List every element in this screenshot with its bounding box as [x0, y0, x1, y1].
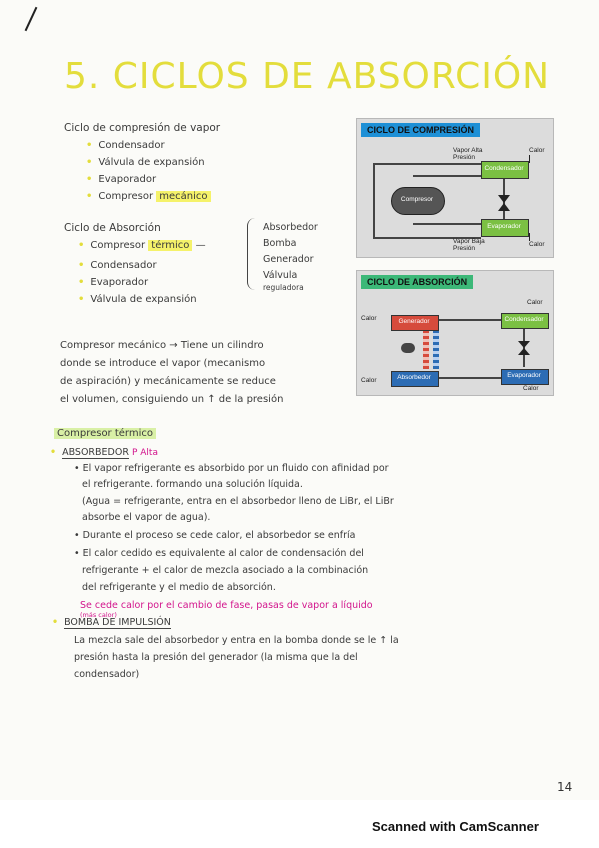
mechanical-note-line: de aspiración) y mecánicamente se reduce: [60, 376, 276, 387]
compression-cycle-diagram: CICLO DE COMPRESIÓN Compresor Condensado…: [356, 118, 554, 258]
evaporator-box: [501, 369, 549, 385]
compression-item: •Compresor mecánico: [86, 191, 211, 202]
evaporator-label: Evaporador: [487, 223, 521, 230]
mechanical-note-line: Compresor mecánico → Tiene un cilindro: [60, 340, 264, 351]
absorption-item: •Evaporador: [78, 277, 149, 288]
condenser-box: [501, 313, 549, 329]
pipe: [413, 175, 483, 177]
bomba-line: presión hasta la presión del generador (…: [74, 652, 358, 663]
thermal-bullet-line: refrigerante + el calor de mezcla asocia…: [82, 565, 369, 576]
compressor-shape: [391, 187, 445, 215]
absorber-box: [391, 371, 439, 387]
heat-in-label: Calor: [361, 315, 377, 322]
page-title: 5. CICLOS DE ABSORCIÓN: [64, 56, 551, 97]
heat-arrow-icon: [529, 233, 530, 241]
thermal-bullet: • El calor cedido es equivalente al calo…: [74, 548, 364, 559]
heat-in-label: Calor: [523, 385, 539, 392]
valve-icon: [498, 195, 510, 203]
absorption-cycle-diagram: CICLO DE ABSORCIÓN Generador Absorbedor …: [356, 270, 554, 396]
heat-out-label: Calor: [527, 299, 543, 306]
scanner-watermark: Scanned with CamScanner: [372, 819, 539, 834]
bomba-line: condensador): [74, 669, 140, 680]
absorber-label: Absorbedor: [397, 374, 431, 381]
valve-icon: [498, 203, 510, 211]
absorbedor-heading: •ABSORBEDOR P Alta: [50, 447, 158, 459]
condenser-label: Condensador: [504, 316, 544, 323]
compression-heading: Ciclo de compresión de vapor: [64, 122, 221, 134]
vapor-low-label: Vapor Baja Presión: [453, 238, 485, 252]
brace-item: Absorbedor: [263, 222, 318, 233]
heat-exchanger-icon: [423, 331, 429, 369]
heat-in-label: Calor: [529, 241, 545, 248]
absorbedor-line: (Agua = refrigerante, entra en el absorb…: [82, 496, 394, 507]
absorption-item: •Condensador: [78, 260, 157, 271]
generator-label: Generador: [398, 318, 430, 325]
pipe: [437, 319, 501, 321]
pipe: [437, 377, 501, 379]
absorbedor-line: el refrigerante. formando una solución l…: [82, 479, 303, 490]
absorption-diagram-header: CICLO DE ABSORCIÓN: [361, 275, 474, 289]
scanner-footer: [0, 800, 599, 848]
vapor-high-label: Vapor Alta Presión: [453, 147, 483, 161]
page-number: 14: [557, 780, 573, 794]
brace: [247, 218, 258, 290]
mechanical-note-line: donde se introduce el vapor (mecanismo: [60, 358, 266, 369]
absorbedor-line: • El vapor refrigerante es absorbido por…: [74, 463, 389, 474]
pipe: [373, 163, 375, 239]
bomba-line: La mezcla sale del absorbedor y entra en…: [74, 635, 399, 646]
pink-note-small: (más calor): [80, 611, 117, 619]
thermal-bullet-line: del refrigerante y el medio de absorción…: [82, 582, 276, 593]
mechanical-note-line: el volumen, consiguiendo un ↑ de la pres…: [60, 394, 284, 405]
compressor-label: Compresor: [400, 196, 434, 203]
brace-item: Bomba: [263, 238, 297, 249]
compression-item: •Válvula de expansión: [86, 157, 205, 168]
brace-item: Generador: [263, 254, 314, 265]
heat-arrow-icon: [529, 155, 530, 163]
condenser-box: [481, 161, 529, 179]
pipe: [373, 237, 481, 239]
generator-box: [391, 315, 439, 331]
brace-item: Válvula: [263, 270, 298, 281]
absorption-heading: Ciclo de Absorción: [64, 222, 161, 234]
compression-item: •Evaporador: [86, 174, 157, 185]
heat-out-label: Calor: [361, 377, 377, 384]
bomba-heading: •BOMBA DE IMPULSIÓN: [52, 617, 171, 629]
pump-icon: [401, 343, 415, 353]
absorption-item: •Compresor térmico —: [78, 240, 206, 251]
absorbedor-line: absorbe el vapor de agua).: [82, 512, 211, 523]
valve-icon: [518, 348, 530, 355]
valve-icon: [518, 341, 530, 348]
absorption-item: •Válvula de expansión: [78, 294, 197, 305]
thermal-bullet: • Durante el proceso se cede calor, el a…: [74, 530, 356, 541]
pipe: [373, 163, 481, 165]
heat-out-label: Calor: [529, 147, 545, 154]
pink-note: Se cede calor por el cambio de fase, pas…: [80, 600, 373, 611]
condenser-label: Condensador: [484, 165, 524, 172]
thermal-heading: Compresor térmico: [54, 428, 156, 439]
pipe: [413, 223, 483, 225]
evaporator-label: Evaporador: [507, 372, 541, 379]
compression-diagram-header: CICLO DE COMPRESIÓN: [361, 123, 481, 137]
evaporator-box: [481, 219, 529, 237]
brace-item: reguladora: [263, 283, 304, 292]
compression-item: •Condensador: [86, 140, 165, 151]
heat-exchanger-icon: [433, 331, 439, 369]
